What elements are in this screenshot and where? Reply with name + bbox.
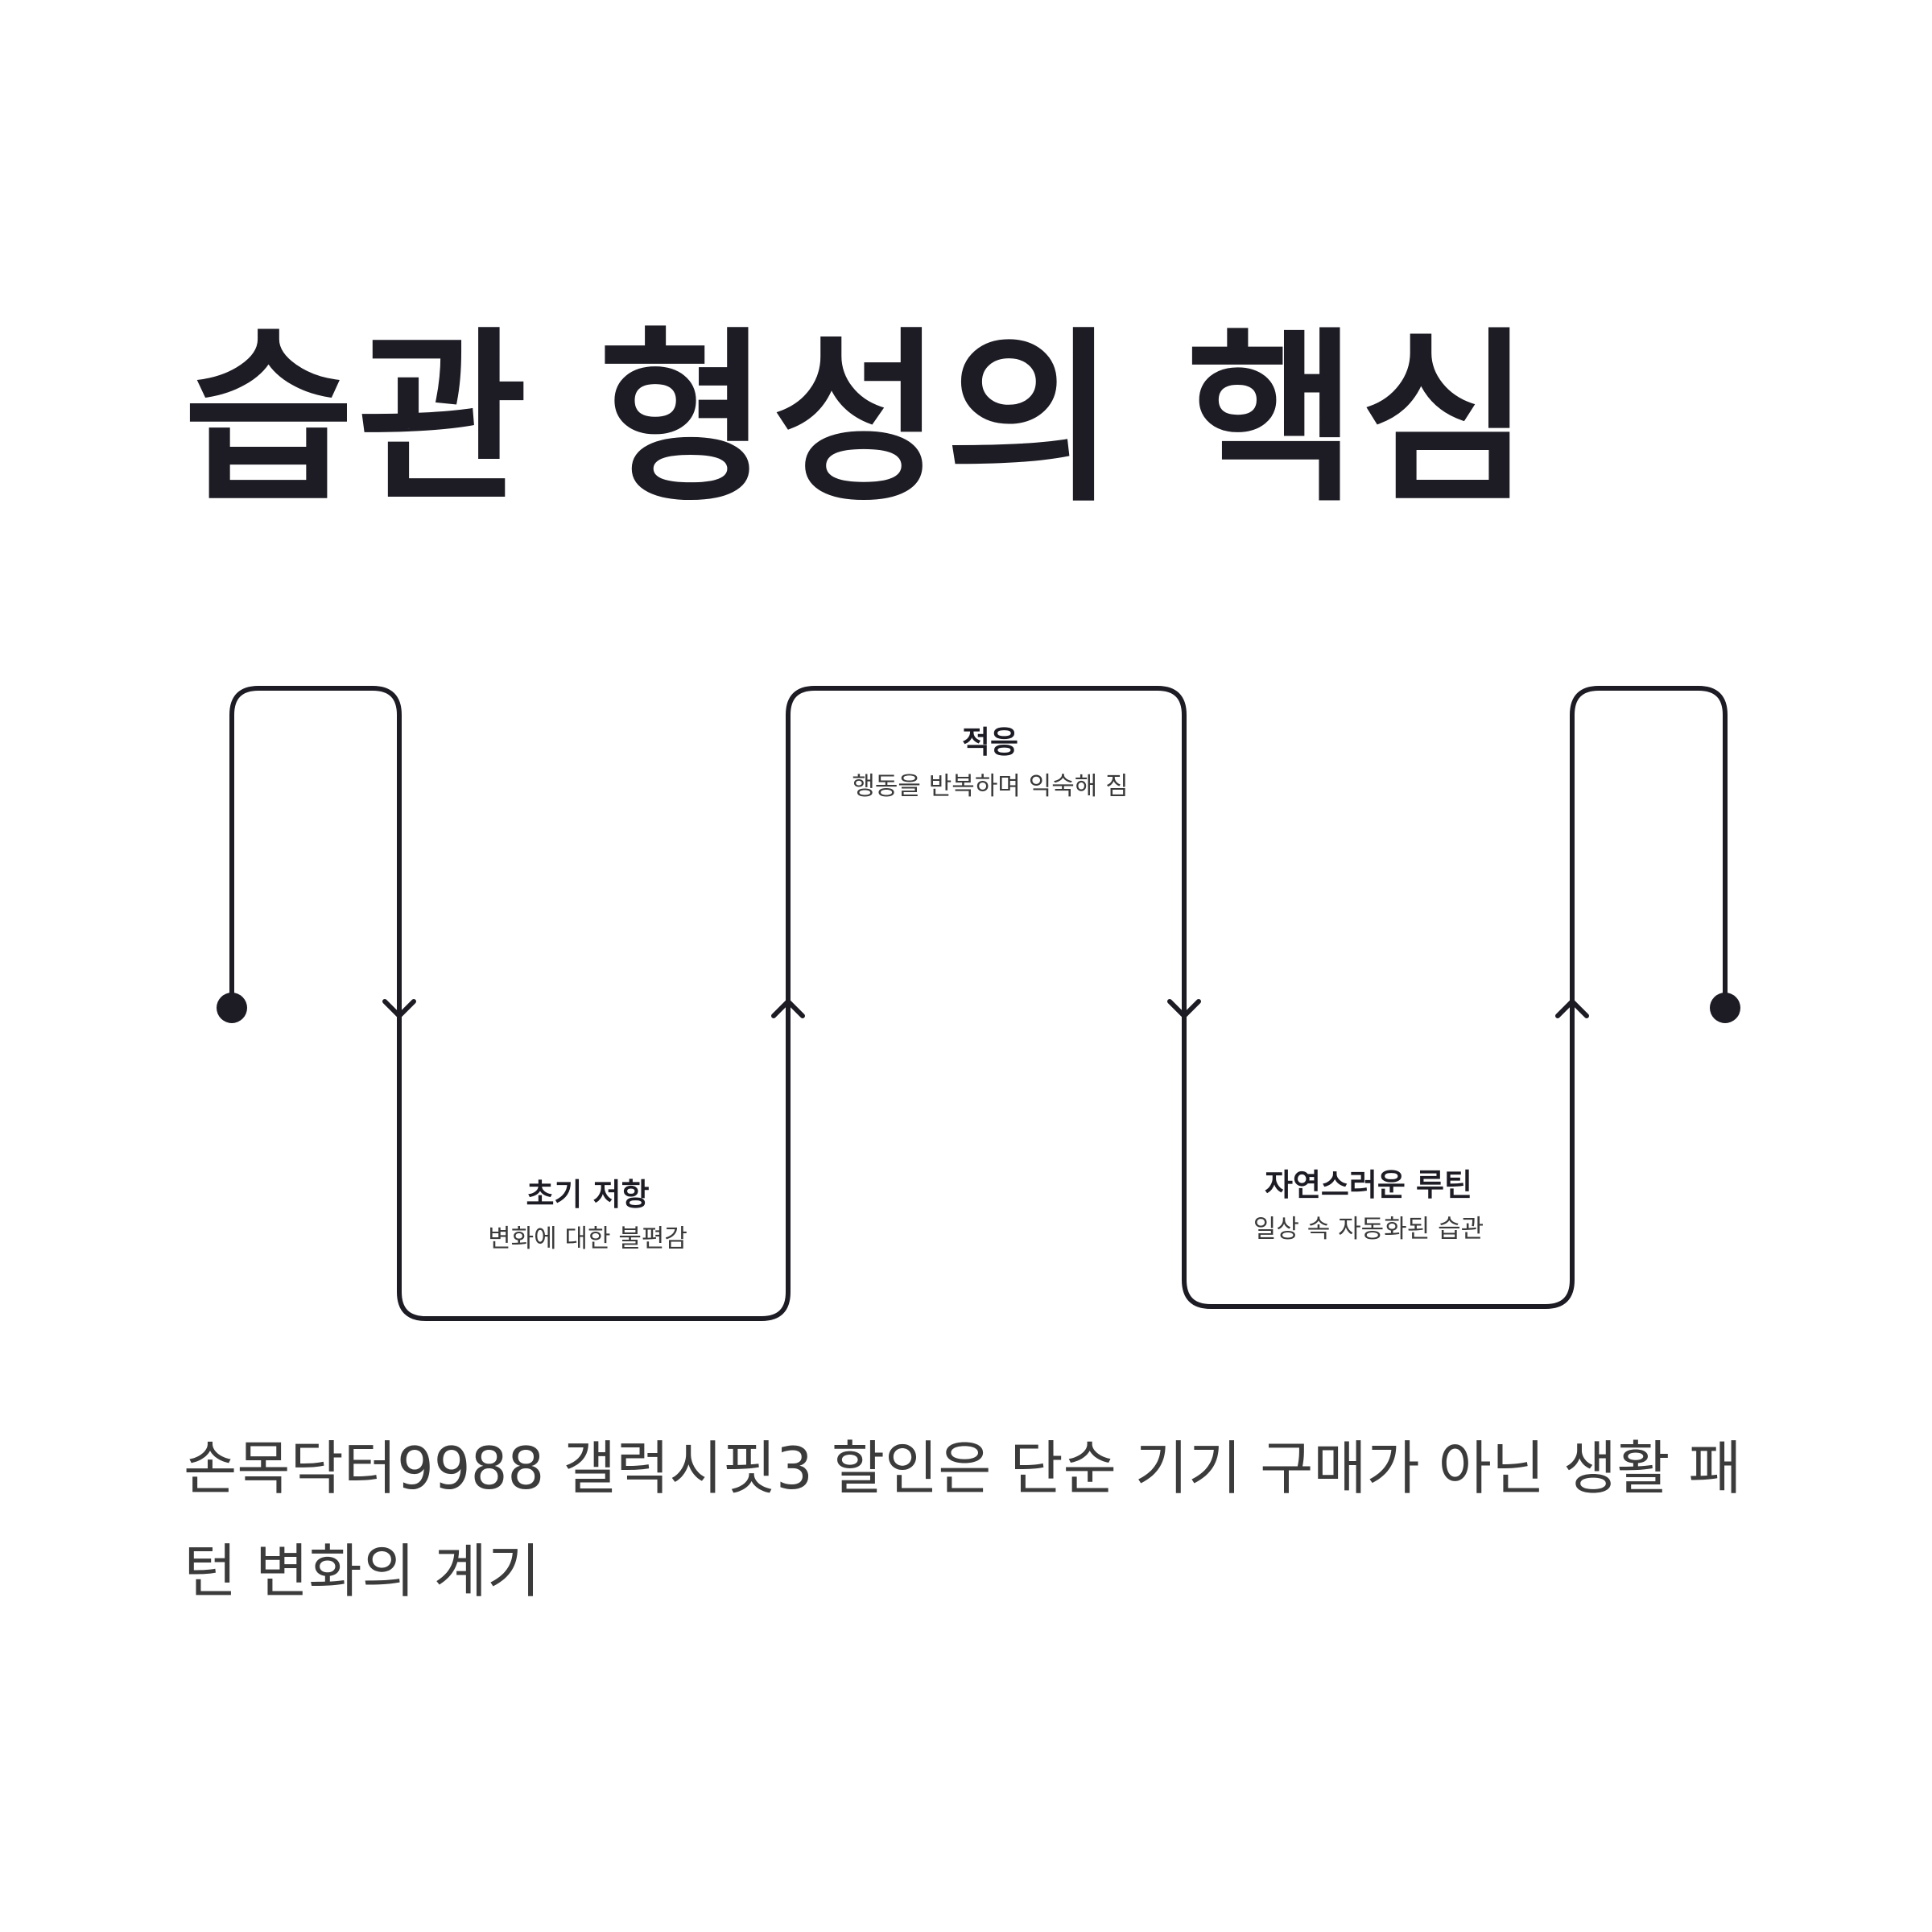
arrow-up-icon xyxy=(1555,999,1589,1018)
arrow-up-icon xyxy=(771,999,805,1018)
step-description: 행동을 반복하며 익숙해 짐 xyxy=(852,772,1129,802)
step-description: 변화에 대한 불편감 xyxy=(488,1224,687,1254)
flow-path xyxy=(229,686,1728,1321)
step-title: 적응 xyxy=(962,724,1018,760)
step-title: 초기 저항 xyxy=(526,1177,650,1212)
end-dot xyxy=(1710,993,1740,1023)
page-title: 습관 형성의 핵심 xyxy=(184,312,1534,527)
arrow-down-icon xyxy=(1167,999,1201,1018)
step-initial-resistance: 초기 저항 변화에 대한 불편감 xyxy=(451,1175,724,1257)
step-natural-routine: 자연스러운 루틴 일상 속 자동화된 습관 xyxy=(1183,1166,1554,1248)
step-adaptation: 적응 행동을 반복하며 익숙해 짐 xyxy=(837,723,1143,805)
step-description: 일상 속 자동화된 습관 xyxy=(1253,1215,1484,1245)
arrow-down-icon xyxy=(382,999,416,1018)
start-dot xyxy=(217,993,247,1023)
step-title: 자연스러운 루틴 xyxy=(1265,1167,1472,1203)
caption-text: 손목닥터9988 갤럭시핏3 할인은 단순 기기 구매가 아닌 생활 패턴 변화… xyxy=(184,1435,1742,1605)
